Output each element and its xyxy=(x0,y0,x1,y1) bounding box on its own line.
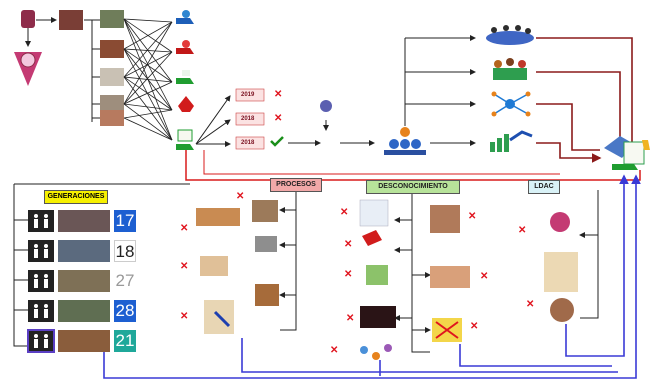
university-emblem-icon xyxy=(14,10,42,86)
generation-number-2: 18 xyxy=(114,240,136,262)
year-label-3: 2018 xyxy=(241,140,255,146)
blue-hand-icon xyxy=(176,18,194,24)
group-photo-4 xyxy=(58,300,110,322)
photo-2 xyxy=(100,40,124,58)
photo-1 xyxy=(100,10,124,28)
red-heart-hand-icon xyxy=(178,96,194,112)
generation-rows xyxy=(27,210,110,353)
outcome-lines xyxy=(536,37,637,163)
desk-icon xyxy=(255,284,279,306)
red-hands-icon xyxy=(362,230,382,246)
x-mark-icon: ✕ xyxy=(346,313,355,324)
ldac-items xyxy=(544,212,578,322)
group-photo-2 xyxy=(58,240,110,262)
people-icon xyxy=(28,270,54,292)
blue-feedback-lines xyxy=(103,174,641,379)
year-card-2 xyxy=(235,112,265,126)
red-hand-icon xyxy=(176,48,194,54)
x-mark-icon: ✕ xyxy=(330,345,339,356)
photo-3 xyxy=(100,68,124,86)
year-label-2: 2018 xyxy=(241,116,255,122)
label-desconocimiento: DESCONOCIMIENTO xyxy=(366,180,460,194)
group-people-icon xyxy=(493,58,527,80)
ldac-group-photo xyxy=(544,252,578,292)
ldac-logo-icon xyxy=(550,212,570,232)
label-procesos: PROCESOS xyxy=(270,178,322,192)
dark-screen-icon xyxy=(360,306,396,328)
photo-4 xyxy=(100,95,124,113)
campus-photo-icon xyxy=(59,10,83,30)
classroom-icon xyxy=(430,205,460,233)
network-meeting-icon xyxy=(486,25,534,45)
people-icon xyxy=(28,240,54,262)
procesos-items xyxy=(196,200,279,334)
x-mark-icon: ✕ xyxy=(340,207,349,218)
x-mark-icon: ✕ xyxy=(274,89,283,100)
x-mark-icon: ✕ xyxy=(526,299,535,310)
x-mark-icon: ✕ xyxy=(236,191,245,202)
ldac-portrait-photo xyxy=(550,298,574,322)
group-photo-1 xyxy=(58,210,110,232)
growth-chart-icon xyxy=(490,130,533,152)
x-mark-icon: ✕ xyxy=(480,271,489,282)
team-icon xyxy=(200,256,228,276)
year-card-3 xyxy=(235,136,265,150)
generation-number-5: 21 xyxy=(114,330,136,352)
label-ldac: LDAC xyxy=(528,180,560,194)
x-mark-icon: ✕ xyxy=(180,223,189,234)
x-mark-icon: ✕ xyxy=(180,311,189,322)
handshake-icon xyxy=(430,266,470,288)
desconocimiento-items xyxy=(359,199,470,360)
right-icons xyxy=(486,25,534,152)
generation-number-3: 27 xyxy=(114,270,136,292)
mesh-connections xyxy=(123,18,173,141)
label-generaciones: GENERACIONES xyxy=(44,190,108,204)
x-mark-icon: ✕ xyxy=(468,211,477,222)
photo-5 xyxy=(100,110,124,126)
x-mark-icon: ✕ xyxy=(180,261,189,272)
magnifier-icon xyxy=(255,236,277,252)
x-mark-icon: ✕ xyxy=(274,113,283,124)
survey-icon xyxy=(359,199,389,227)
handshake-certificate-icon xyxy=(604,136,650,170)
people-icon xyxy=(28,300,54,322)
generation-number-1: 17 xyxy=(114,210,136,232)
group-photo-3 xyxy=(58,270,110,292)
plant-icon xyxy=(366,265,388,285)
connection-hub-icon xyxy=(491,91,531,117)
hand-icons xyxy=(176,10,194,150)
office-icon xyxy=(252,200,278,222)
generation-number-4: 28 xyxy=(114,300,136,322)
check-icon xyxy=(270,136,284,147)
x-mark-icon: ✕ xyxy=(344,239,353,250)
group-photo-5 xyxy=(58,330,110,352)
team-pyramid-icon xyxy=(384,127,426,155)
year-card-1 xyxy=(235,88,265,102)
globe-icon xyxy=(320,100,332,112)
people-icon xyxy=(28,210,54,232)
green-hand-icon xyxy=(176,78,194,84)
x-mark-icon: ✕ xyxy=(470,321,479,332)
meeting-icon xyxy=(196,208,240,226)
certificate-hand-icon xyxy=(176,144,194,150)
year-label-1: 2019 xyxy=(241,92,255,98)
x-mark-icon: ✕ xyxy=(344,269,353,280)
people-icon xyxy=(27,329,55,353)
photo-column xyxy=(100,10,124,126)
x-mark-icon: ✕ xyxy=(518,225,527,236)
